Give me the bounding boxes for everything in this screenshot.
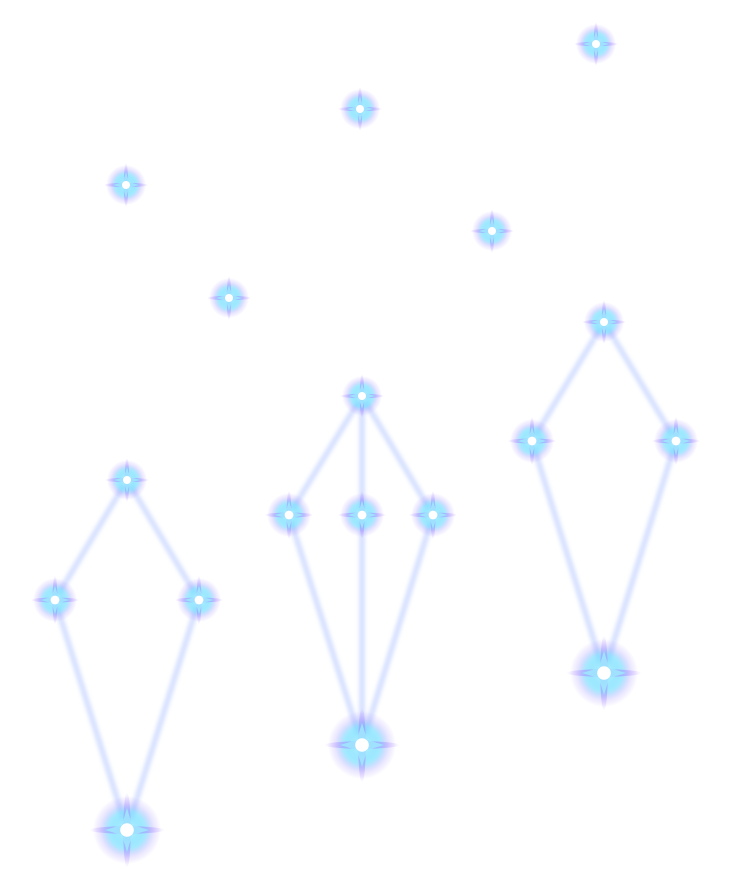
star-icon [408,490,458,540]
line-right-1 [529,319,607,444]
star-icon [105,458,149,502]
line-mid-1 [286,393,365,518]
star-icon [340,374,384,418]
star-icon [566,635,642,711]
line-mid-3 [359,393,436,518]
line-left-1 [52,477,130,603]
line-left-4 [124,597,202,833]
line-mid-6 [359,512,436,748]
star-icon [582,300,626,344]
star-icon [337,490,387,540]
line-right-3 [529,438,607,676]
line-left-3 [52,597,130,833]
line-right-2 [601,319,679,444]
star-icon [264,490,314,540]
star-icon [207,276,251,320]
star-icon [574,22,618,66]
star-icon [174,575,224,625]
line-right-4 [601,438,679,676]
stars [30,22,701,868]
line-mid-4 [286,512,365,748]
star-icon [104,163,148,207]
star-icon [507,416,557,466]
star-icon [651,416,701,466]
star-icon [89,792,165,868]
star-icon [470,209,514,253]
star-icon [338,87,382,131]
line-left-2 [124,477,202,603]
star-icon [30,575,80,625]
star-icon [324,707,400,783]
